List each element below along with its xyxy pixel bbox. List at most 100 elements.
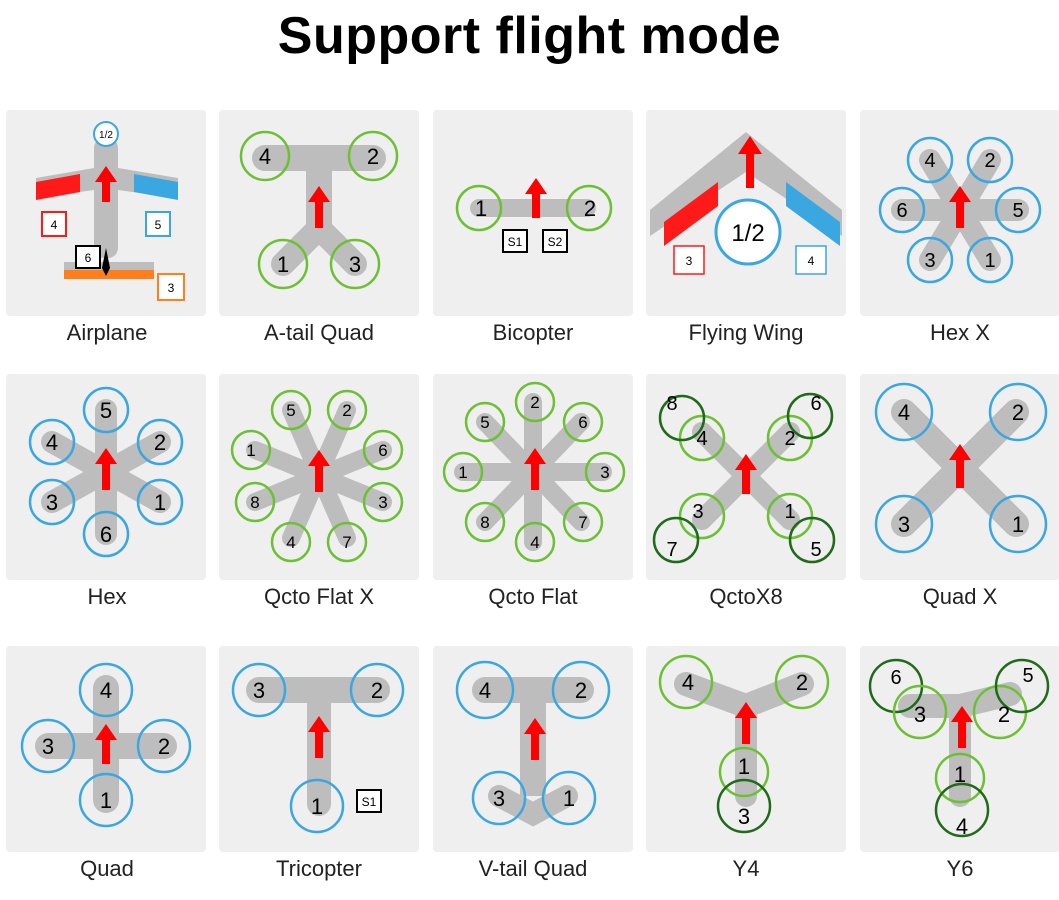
motor-label: 1 — [277, 252, 289, 277]
octo-flat-diagram: 2 5 6 1 3 8 7 4 — [442, 381, 626, 563]
mode-label: Qcto Flat X — [263, 584, 375, 609]
motor-label: 5 — [480, 413, 489, 432]
mode-label: V-tail Quad — [478, 856, 588, 881]
mode-label: Tricopter — [276, 856, 362, 881]
motor-label: 2 — [984, 150, 995, 172]
mode-tile-y6[interactable]: 6 3 2 5 1 4 — [860, 646, 1059, 852]
airplane-prop-label: 1/2 — [99, 130, 113, 141]
mode-tile-octo-flat-x[interactable]: 5 2 1 6 8 3 4 7 — [219, 374, 419, 580]
motor-label: 5 — [1012, 200, 1023, 222]
motor-label: 3 — [600, 463, 609, 482]
motor-label: 6 — [100, 522, 112, 547]
motor-label: 8 — [666, 393, 677, 415]
v-tail-quad-diagram: 4 2 3 1 — [455, 660, 611, 827]
motor-label: 4 — [530, 533, 539, 552]
mode-label: Airplane — [66, 320, 148, 345]
quad-x-diagram: 4 2 3 1 — [874, 382, 1048, 554]
servo-label: S1 — [508, 235, 523, 249]
airplane-diagram: 1/2 4 5 6 3 — [36, 121, 185, 301]
airplane-elevator-label: 3 — [168, 281, 175, 295]
mode-label: QctoX8 — [709, 584, 783, 609]
motor-label: 4 — [924, 150, 935, 172]
motor-label: 1 — [458, 463, 467, 482]
motor-label: 3 — [914, 702, 926, 727]
motor-label: 4 — [682, 670, 694, 695]
motor-label: 2 — [371, 678, 383, 703]
mode-tile-a-tail-quad[interactable]: 4 2 1 3 — [219, 110, 419, 316]
motor-label: 2 — [367, 144, 379, 169]
quad-diagram: 4 3 2 1 — [20, 662, 192, 828]
mode-label: A-tail Quad — [263, 320, 375, 345]
mode-label: Hex X — [930, 320, 990, 345]
servo-label: 4 — [808, 254, 815, 268]
flying-wing-prop-label: 1/2 — [731, 220, 764, 247]
mode-tile-hex[interactable]: 5 4 2 3 1 6 — [6, 374, 206, 580]
motor-label: 1 — [984, 250, 995, 272]
mode-tile-quad[interactable]: 4 3 2 1 — [6, 646, 206, 852]
mode-label: Flying Wing — [688, 320, 804, 345]
motor-label: 6 — [896, 200, 907, 222]
motor-label: 6 — [378, 441, 387, 460]
servo-label: 3 — [686, 254, 693, 268]
mode-tile-airplane[interactable]: 1/2 4 5 6 3 — [6, 110, 206, 316]
motor-label: 5 — [810, 539, 821, 561]
motor-label: 3 — [924, 250, 935, 272]
motor-label: 7 — [578, 513, 587, 532]
mode-tile-hex-x[interactable]: 4 2 6 5 3 1 — [860, 110, 1059, 316]
mode-tile-quad-x[interactable]: 4 2 3 1 — [860, 374, 1059, 580]
mode-label: Hex — [87, 584, 127, 609]
a-tail-quad-diagram: 4 2 1 3 — [239, 130, 399, 290]
motor-label: 7 — [342, 533, 351, 552]
motor-label: 2 — [154, 430, 166, 455]
motor-label: 4 — [286, 533, 295, 552]
mode-tile-y4[interactable]: 4 2 1 3 — [646, 646, 846, 852]
airplane-servo-left-label: 4 — [51, 218, 58, 232]
mode-tile-octo-flat[interactable]: 2 5 6 1 3 8 7 4 — [433, 374, 633, 580]
motor-label: 3 — [493, 786, 505, 811]
motor-label: 2 — [784, 428, 795, 450]
motor-label: 6 — [578, 413, 587, 432]
octo-flat-x-diagram: 5 2 1 6 8 3 4 7 — [230, 389, 404, 563]
motor-label: 1 — [311, 794, 323, 819]
motor-label: 1 — [738, 754, 750, 779]
motor-label: 2 — [998, 702, 1010, 727]
hex-diagram: 5 4 2 3 1 6 — [28, 386, 184, 558]
motor-label: 4 — [46, 430, 58, 455]
motor-label: 1 — [246, 441, 255, 460]
motor-label: 3 — [378, 493, 387, 512]
mode-tile-tricopter[interactable]: 3 2 1 S1 — [219, 646, 419, 852]
motor-label: 3 — [253, 678, 265, 703]
motor-label: 8 — [480, 513, 489, 532]
mode-tile-v-tail-quad[interactable]: 4 2 3 1 — [433, 646, 633, 852]
page-title: Support flight mode — [277, 7, 782, 65]
motor-label: 2 — [1012, 400, 1024, 425]
bicopter-diagram: 1 2 S1 S2 — [455, 178, 613, 253]
mode-label: Bicopter — [492, 320, 574, 345]
motor-label: 1 — [563, 786, 575, 811]
motor-label: 2 — [796, 670, 808, 695]
motor-label: 2 — [575, 678, 587, 703]
motor-label: 3 — [692, 501, 703, 523]
motor-label: 1 — [784, 501, 795, 523]
mode-tile-flying-wing[interactable]: 1/2 3 4 — [646, 110, 846, 316]
mode-label: Qcto Flat — [488, 584, 578, 609]
motor-label: 8 — [250, 493, 259, 512]
motor-label: 4 — [956, 814, 968, 839]
mode-tile-octo-x8[interactable]: 8 4 6 2 3 7 1 5 — [646, 374, 846, 580]
motor-label: 3 — [349, 252, 361, 277]
motor-label: 1 — [1012, 512, 1024, 537]
mode-label: Y6 — [946, 856, 974, 881]
y4-diagram: 4 2 1 3 — [658, 654, 830, 834]
flying-wing-diagram: 1/2 3 4 — [650, 132, 842, 275]
mode-tile-bicopter[interactable]: 1 2 S1 S2 — [433, 110, 633, 316]
mode-label: Y4 — [732, 856, 760, 881]
tricopter-diagram: 3 2 1 S1 — [231, 662, 405, 834]
motor-label: 6 — [890, 667, 901, 689]
motor-label: 3 — [42, 734, 54, 759]
motor-label: 5 — [1022, 665, 1033, 687]
motor-label: 1 — [475, 196, 487, 221]
hex-x-diagram: 4 2 6 5 3 1 — [878, 136, 1042, 284]
mode-label: Quad — [80, 856, 134, 881]
y6-diagram: 6 3 2 5 1 4 — [868, 658, 1050, 839]
airplane-rudder-label: 6 — [85, 251, 92, 265]
